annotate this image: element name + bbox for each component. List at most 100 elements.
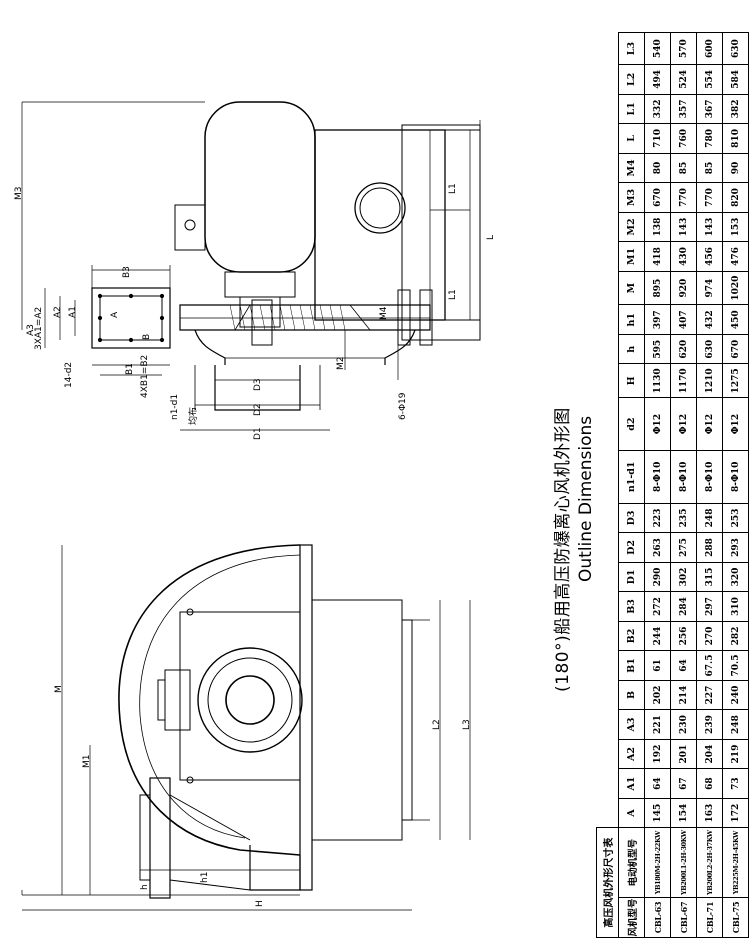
table-cell: 288: [696, 532, 723, 563]
table-cell: 64: [670, 650, 697, 681]
table-cell: YB180M-2H-22KW: [644, 827, 671, 898]
dim-label-3xA1A2: 3XA1=A2: [34, 306, 44, 350]
table-header-cell: M1: [618, 241, 645, 272]
table-cell: 456: [696, 241, 723, 272]
table-header-cell: A: [618, 798, 645, 828]
table-cell: 154: [670, 798, 697, 828]
table-header-cell: A1: [618, 768, 645, 799]
dim-label-D3: D3: [253, 378, 263, 391]
table-cell: 760: [670, 123, 697, 154]
table-cell: 670: [644, 182, 671, 213]
table-header-cell: M2: [618, 212, 645, 242]
table-cell: 239: [696, 709, 723, 740]
table-cell: Φ12: [670, 397, 697, 451]
table-cell: 67: [670, 768, 697, 799]
table-cell: 524: [670, 64, 697, 95]
table-cell: 1170: [670, 364, 697, 398]
dim-label-phi19: 6-Φ19: [398, 392, 408, 420]
table-cell: 320: [722, 562, 749, 592]
table-header-cell: L2: [618, 64, 645, 95]
table-header-cell: n1-d1: [618, 450, 645, 504]
table-header-cell: L1: [618, 94, 645, 124]
table-cell: 263: [644, 532, 671, 563]
table-cell: 820: [722, 182, 749, 213]
table-cell: 85: [696, 153, 723, 183]
table-cell: 407: [670, 304, 697, 335]
table-header-cell: B2: [618, 621, 645, 651]
dim-label-4xB1B2: 4XB1=B2: [140, 354, 150, 398]
table-header-cell: 电动机型号: [618, 827, 645, 898]
table-cell: 90: [722, 153, 749, 183]
table-cell: 315: [696, 562, 723, 592]
table-cell: 138: [644, 212, 671, 242]
table-cell: CBL-75: [722, 897, 749, 938]
dim-label-L1-upper: L1: [448, 183, 458, 194]
table-cell: 70.5: [722, 650, 749, 681]
table-cell: 244: [644, 621, 671, 651]
dim-label-n1d1: n1-d1: [170, 393, 180, 420]
table-header-cell: M3: [618, 182, 645, 213]
table-cell: 61: [644, 650, 671, 681]
table-cell: 240: [722, 680, 749, 710]
table-cell: 235: [670, 503, 697, 533]
table-cell: 219: [722, 739, 749, 769]
table-cell: YB225M-2H-45KW: [722, 827, 749, 898]
table-cell: 1210: [696, 364, 723, 398]
table-cell: Φ12: [644, 397, 671, 451]
table-cell: 540: [644, 32, 671, 65]
table-header-cell: B: [618, 680, 645, 710]
table-cell: 64: [644, 768, 671, 799]
table-cell: 248: [722, 709, 749, 740]
dim-label-D1: D1: [253, 427, 263, 440]
table-cell: 630: [696, 334, 723, 364]
dim-label-A: A: [110, 311, 120, 318]
table-header-cell: 风机型号: [618, 897, 645, 938]
table-cell: 584: [722, 64, 749, 95]
table-cell: 595: [644, 334, 671, 364]
table-header-cell: L: [618, 123, 645, 154]
table-cell: 275: [670, 532, 697, 563]
table-cell: 153: [722, 212, 749, 242]
dim-label-M4: M4: [379, 306, 389, 321]
table-cell: CBL-67: [670, 897, 697, 938]
table-cell: 418: [644, 241, 671, 272]
table-cell: 297: [696, 591, 723, 622]
table-caption: 高压风机外形尺寸表: [596, 827, 619, 938]
table-cell: YB200L2-2H-37KW: [696, 827, 723, 898]
table-header-cell: H: [618, 364, 645, 398]
table-cell: 248: [696, 503, 723, 533]
table-header-cell: D1: [618, 562, 645, 592]
table-header-cell: A2: [618, 739, 645, 769]
dim-label-M2: M2: [336, 356, 346, 371]
drawing-title-english: Outline Dimensions: [576, 415, 596, 582]
dim-label-junbu: 均布: [189, 406, 199, 425]
table-cell: 476: [722, 241, 749, 272]
table-header-cell: h: [618, 334, 645, 364]
table-cell: 620: [670, 334, 697, 364]
table-cell: YB200L1-2H-30KW: [670, 827, 697, 898]
table-cell: 710: [644, 123, 671, 154]
table-cell: 272: [644, 591, 671, 622]
table-header-cell: h1: [618, 304, 645, 335]
table-header-cell: M4: [618, 153, 645, 183]
table-cell: CBL-63: [644, 897, 671, 938]
table-cell: 570: [670, 32, 697, 65]
table-cell: 253: [722, 503, 749, 533]
table-cell: 202: [644, 680, 671, 710]
table-cell: 282: [722, 621, 749, 651]
table-cell: 1020: [722, 271, 749, 305]
table-cell: 67.5: [696, 650, 723, 681]
table-cell: 8-Φ10: [722, 450, 749, 504]
table-cell: 432: [696, 304, 723, 335]
table-cell: 780: [696, 123, 723, 154]
dim-label-B: B: [142, 333, 152, 340]
table-cell: 670: [722, 334, 749, 364]
table-header-cell: B3: [618, 591, 645, 622]
table-cell: 284: [670, 591, 697, 622]
table-cell: 1275: [722, 364, 749, 398]
dim-label-A2: A2: [53, 306, 63, 318]
